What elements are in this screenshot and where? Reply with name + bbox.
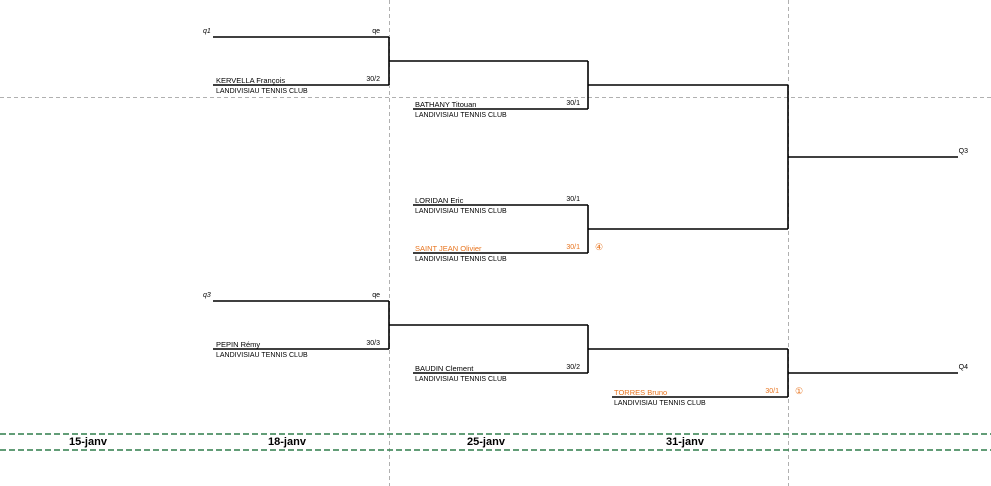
player-club: LANDIVISIAU TENNIS CLUB — [216, 352, 308, 359]
round-date: 31-janv — [666, 436, 704, 448]
player-club: LANDIVISIAU TENNIS CLUB — [415, 256, 507, 263]
player-rank: 30/1 — [765, 388, 779, 395]
seed-badge: ④ — [595, 242, 604, 252]
player-name: LORIDAN Eric — [415, 196, 464, 205]
player-name: KERVELLA François — [216, 76, 286, 85]
player-rank: 30/2 — [566, 364, 580, 371]
round-date: 15-janv — [69, 436, 107, 448]
player-name-seeded: SAINT JEAN Olivier — [415, 244, 482, 253]
player-rank: 30/2 — [366, 76, 380, 83]
player-rank: 30/3 — [366, 340, 380, 347]
round-date: 18-janv — [268, 436, 306, 448]
qualifier-output: Q4 — [958, 364, 968, 371]
seed-badge: ① — [795, 386, 804, 396]
player-club: LANDIVISIAU TENNIS CLUB — [216, 88, 308, 95]
player-name-seeded: TORRES Bruno — [614, 388, 668, 397]
player-name: PEPIN Rémy — [216, 340, 261, 349]
player-club: LANDIVISIAU TENNIS CLUB — [415, 112, 507, 119]
player-rank: qe — [372, 292, 380, 299]
player-name: BATHANY Titouan — [415, 100, 477, 109]
qualifier-label: q3 — [203, 292, 211, 299]
player-rank: qe — [372, 28, 380, 35]
player-club: LANDIVISIAU TENNIS CLUB — [614, 400, 706, 407]
player-rank: 30/1 — [566, 100, 580, 107]
player-club: LANDIVISIAU TENNIS CLUB — [415, 208, 507, 215]
player-club: LANDIVISIAU TENNIS CLUB — [415, 376, 507, 383]
player-rank: 30/1 — [566, 244, 580, 251]
round-date: 25-janv — [467, 436, 505, 448]
qualifier-output: Q3 — [958, 148, 968, 155]
player-name: BAUDIN Clement — [415, 364, 474, 373]
qualifier-label: q1 — [203, 28, 211, 35]
player-rank: 30/1 — [566, 196, 580, 203]
